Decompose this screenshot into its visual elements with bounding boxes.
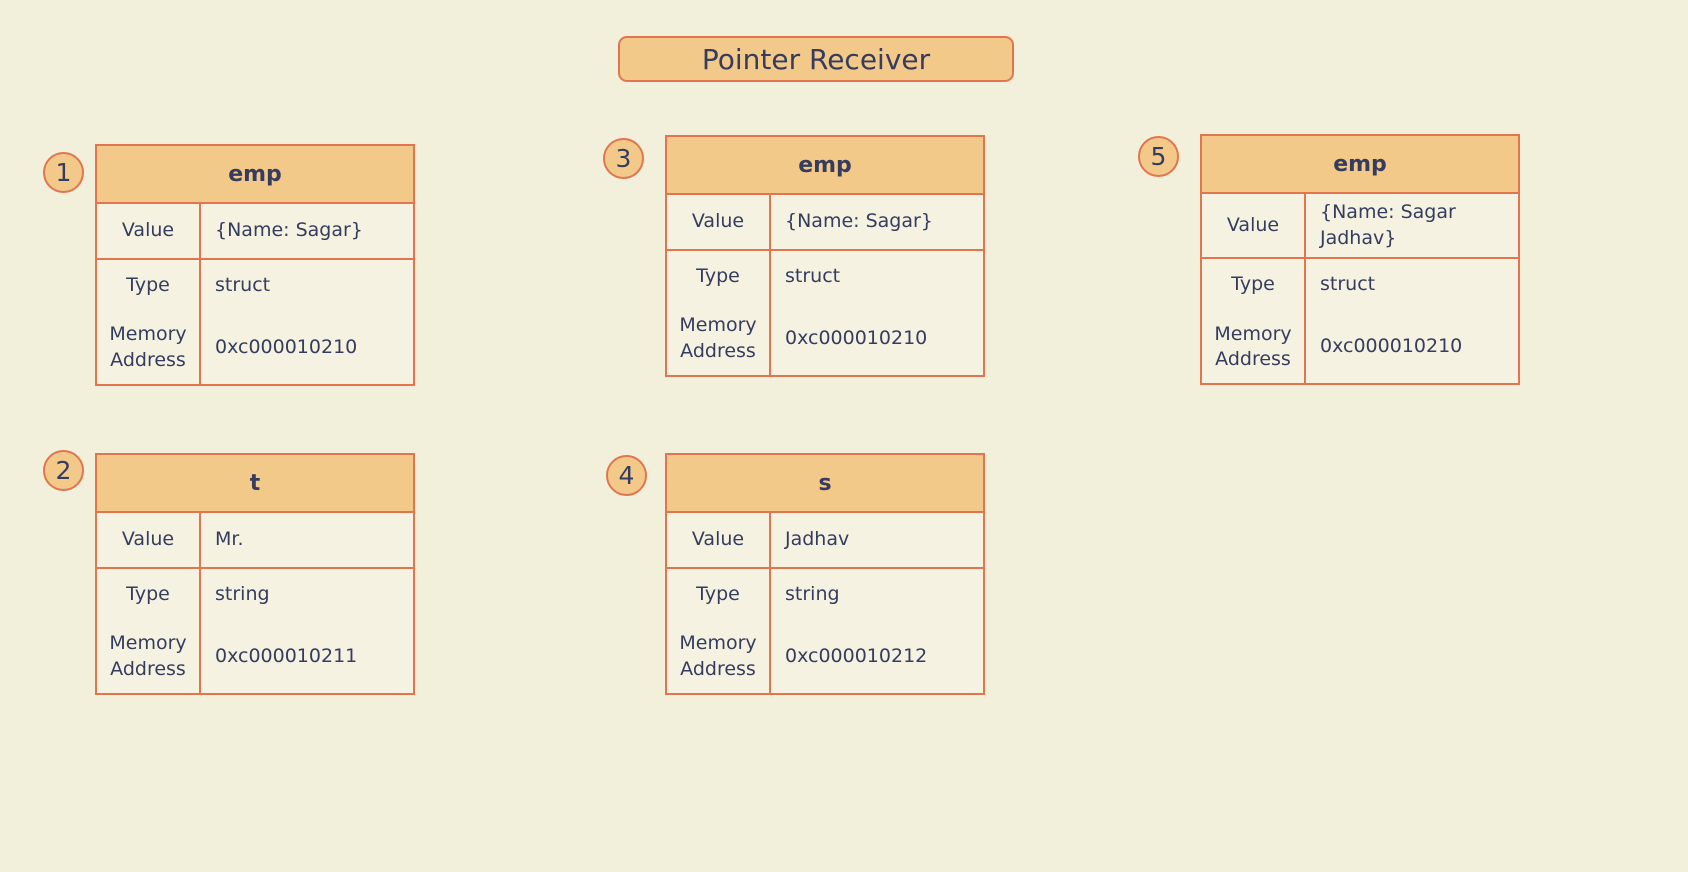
table-row: Type string [667, 569, 983, 621]
type-label: Type [667, 569, 771, 621]
step-badge-4: 4 [606, 455, 647, 496]
step-badge-1: 1 [43, 152, 84, 193]
variable-table-5-name: emp [1202, 136, 1518, 194]
table-row: Value Jadhav [667, 513, 983, 569]
variable-table-5: emp Value {Name: Sagar Jadhav} Type stru… [1200, 134, 1520, 386]
memory-address-label: Memory Address [1202, 311, 1306, 384]
value-cell: {Name: Sagar Jadhav} [1320, 201, 1456, 249]
diagram-title-text: Pointer Receiver [701, 42, 931, 76]
memory-address-label: Memory Address [667, 303, 771, 375]
memory-address-cell: 0xc000010210 [1320, 335, 1463, 358]
variable-table-2-name: t [97, 455, 413, 513]
table-row: Type struct [667, 251, 983, 303]
type-cell: struct [1320, 273, 1376, 296]
type-cell: string [785, 583, 840, 606]
step-badge-2: 2 [43, 450, 84, 491]
value-cell: Jadhav [785, 528, 850, 551]
memory-address-label: Memory Address [97, 621, 201, 693]
value-cell: {Name: Sagar} [215, 219, 363, 242]
value-label: Value [1202, 194, 1306, 258]
type-label: Type [1202, 259, 1306, 312]
memory-address-cell: 0xc000010210 [215, 336, 358, 359]
variable-table-3-name: emp [667, 137, 983, 195]
table-row: Memory Address 0xc000010210 [1202, 311, 1518, 384]
variable-table-4-name: s [667, 455, 983, 513]
variable-table-1: emp Value {Name: Sagar} Type struct Memo… [95, 144, 415, 386]
table-row: Memory Address 0xc000010210 [97, 312, 413, 384]
type-cell: string [215, 583, 270, 606]
table-row: Memory Address 0xc000010212 [667, 621, 983, 693]
memory-address-cell: 0xc000010210 [785, 327, 928, 350]
value-label: Value [97, 513, 201, 567]
step-badge-3-number: 3 [615, 144, 632, 173]
table-row: Value {Name: Sagar} [667, 195, 983, 251]
type-cell: struct [215, 274, 271, 297]
type-label: Type [97, 569, 201, 621]
table-row: Value {Name: Sagar Jadhav} [1202, 194, 1518, 260]
type-label: Type [97, 260, 201, 312]
diagram-title: Pointer Receiver [618, 36, 1014, 82]
memory-address-cell: 0xc000010211 [215, 645, 358, 668]
variable-table-2: t Value Mr. Type string Memory Address 0… [95, 453, 415, 695]
value-label: Value [667, 513, 771, 567]
table-row: Type struct [97, 260, 413, 312]
variable-table-1-name: emp [97, 146, 413, 204]
value-label: Value [97, 204, 201, 258]
memory-address-label: Memory Address [667, 621, 771, 693]
type-label: Type [667, 251, 771, 303]
step-badge-5-number: 5 [1150, 142, 1167, 171]
table-row: Value Mr. [97, 513, 413, 569]
step-badge-3: 3 [603, 138, 644, 179]
step-badge-5: 5 [1138, 136, 1179, 177]
type-cell: struct [785, 265, 841, 288]
step-badge-4-number: 4 [618, 461, 635, 490]
table-row: Type struct [1202, 259, 1518, 312]
variable-table-3: emp Value {Name: Sagar} Type struct Memo… [665, 135, 985, 377]
value-cell: {Name: Sagar} [785, 210, 933, 233]
step-badge-1-number: 1 [55, 158, 72, 187]
memory-address-label: Memory Address [97, 312, 201, 384]
table-row: Value {Name: Sagar} [97, 204, 413, 260]
table-row: Memory Address 0xc000010210 [667, 303, 983, 375]
memory-address-cell: 0xc000010212 [785, 645, 928, 668]
value-label: Value [667, 195, 771, 249]
table-row: Memory Address 0xc000010211 [97, 621, 413, 693]
value-cell: Mr. [215, 528, 244, 551]
variable-table-4: s Value Jadhav Type string Memory Addres… [665, 453, 985, 695]
table-row: Type string [97, 569, 413, 621]
step-badge-2-number: 2 [55, 456, 72, 485]
